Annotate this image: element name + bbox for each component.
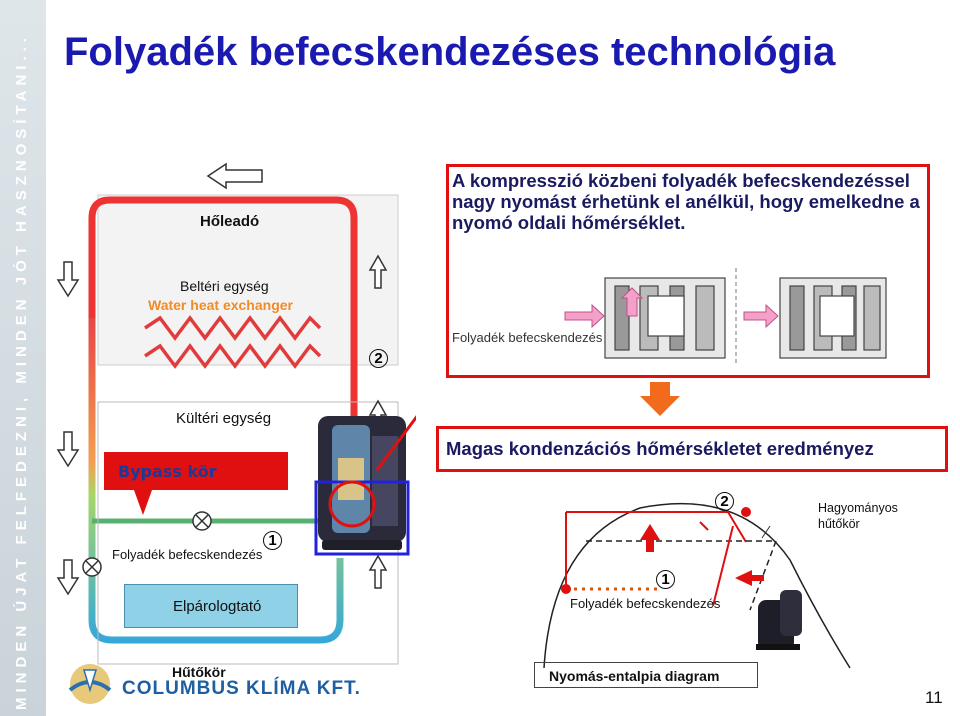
diagram-title-box xyxy=(534,662,758,688)
indoor-unit-label: Beltéri egység xyxy=(180,278,269,294)
pressure-enthalpy-diagram xyxy=(543,502,851,669)
result-text: Magas kondenzációs hőmérsékletet eredmén… xyxy=(446,438,874,459)
flow-arrow-down-1 xyxy=(56,261,80,298)
heat-out-arrow xyxy=(206,162,263,190)
marker-2-right: 2 xyxy=(715,492,734,511)
return-pipe xyxy=(88,318,344,644)
liquid-injection-label-right: Folyadék befecskendezés xyxy=(570,596,721,611)
bypass-arrow-tip xyxy=(134,490,152,515)
refrigeration-cycle-diagram xyxy=(56,162,416,665)
heat-exchanger-coil-1 xyxy=(144,315,322,341)
info-text: A kompresszió közbeni folyadék befecsken… xyxy=(452,170,920,233)
page-number: 11 xyxy=(925,688,943,707)
flow-arrow-down-3 xyxy=(56,559,80,596)
columbus-logo-icon xyxy=(68,664,112,704)
scroll-compressor-illustrations xyxy=(564,268,887,366)
marker-1-right: 1 xyxy=(656,570,675,589)
flow-arrow-up-3 xyxy=(368,554,388,589)
marker-1-left: 1 xyxy=(263,531,282,550)
hot-pipe xyxy=(88,196,358,400)
flow-arrow-down-2 xyxy=(56,431,80,468)
marker-2-left: 2 xyxy=(369,349,388,368)
bypass-box xyxy=(104,452,288,490)
liquid-injection-label-box: Folyadék befecskendezés xyxy=(452,330,603,345)
pointer-line xyxy=(375,415,416,471)
compressor-highlight-circle xyxy=(328,480,376,528)
sidebar-band xyxy=(0,0,46,716)
evaporator-box xyxy=(124,584,298,628)
sidebar-motto: MINDEN ÚJAT FELFEDEZNI, MINDEN JÓT HASZN… xyxy=(13,33,30,710)
evaporator-label: Elpárologtató xyxy=(173,598,262,615)
liquid-injection-label-left: Folyadék befecskendezés xyxy=(112,547,263,562)
flow-arrow-up-1 xyxy=(368,254,388,289)
diagram-title: Nyomás-entalpia diagram xyxy=(549,668,720,684)
result-arrow-icon xyxy=(640,382,680,416)
company-logo-text: COLUMBUS KLÍMA KFT. xyxy=(122,678,361,699)
heat-exchanger-coil-2 xyxy=(144,343,322,369)
traditional-cycle-label: Hagyományos hűtőkör xyxy=(818,501,898,531)
saturation-curve xyxy=(543,502,851,669)
water-heat-exchanger-label: Water heat exchanger xyxy=(148,297,293,313)
outdoor-unit-label: Kültéri egység xyxy=(176,410,272,427)
heat-release-label: Hőleadó xyxy=(200,213,260,230)
high-pressure-line xyxy=(566,511,747,543)
cooling-cycle-label: Hűtőkör xyxy=(172,664,226,680)
bypass-label: Bypass kör xyxy=(118,462,217,481)
info-box xyxy=(446,164,930,378)
indoor-unit-box xyxy=(97,194,399,366)
compressor-highlight-box xyxy=(314,480,410,556)
page-title: Folyadék befecskendezéses technológia xyxy=(64,30,836,74)
result-box xyxy=(436,426,948,472)
